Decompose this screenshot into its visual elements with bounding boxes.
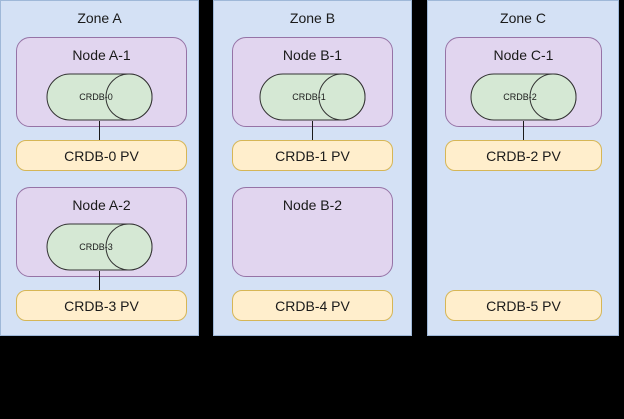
pv-crdb-2[interactable]: CRDB-2 PV	[445, 140, 602, 171]
connector-crdb-0	[99, 121, 100, 141]
connector-crdb-1	[312, 121, 313, 141]
pod-crdb-1-label: CRDB-1	[292, 92, 326, 102]
node-a-2-title: Node A-2	[72, 197, 131, 213]
zone-c-title: Zone C	[500, 10, 546, 26]
pod-crdb-2[interactable]: CRDB-2	[470, 73, 577, 121]
zone-a-title: Zone A	[77, 10, 122, 26]
pv-crdb-1[interactable]: CRDB-1 PV	[232, 140, 393, 171]
connector-crdb-3	[99, 271, 100, 291]
node-b-1-title: Node B-1	[282, 47, 343, 63]
pod-crdb-1[interactable]: CRDB-1	[259, 73, 366, 121]
pod-crdb-3[interactable]: CRDB-3	[46, 223, 153, 271]
node-b-2[interactable]: Node B-2	[232, 187, 393, 277]
node-b-2-title: Node B-2	[282, 197, 343, 213]
pv-crdb-3[interactable]: CRDB-3 PV	[16, 290, 187, 321]
node-c-1-title: Node C-1	[493, 47, 554, 63]
pv-crdb-4[interactable]: CRDB-4 PV	[232, 290, 393, 321]
node-a-1-title: Node A-1	[72, 47, 131, 63]
zone-b-title: Zone B	[289, 10, 336, 26]
pv-crdb-5[interactable]: CRDB-5 PV	[445, 290, 602, 321]
pod-crdb-2-label: CRDB-2	[503, 92, 537, 102]
pod-crdb-0-label: CRDB-0	[79, 92, 113, 102]
pod-crdb-0[interactable]: CRDB-0	[46, 73, 153, 121]
pod-crdb-3-label: CRDB-3	[79, 242, 113, 252]
connector-crdb-2	[523, 121, 524, 141]
pv-crdb-0[interactable]: CRDB-0 PV	[16, 140, 187, 171]
